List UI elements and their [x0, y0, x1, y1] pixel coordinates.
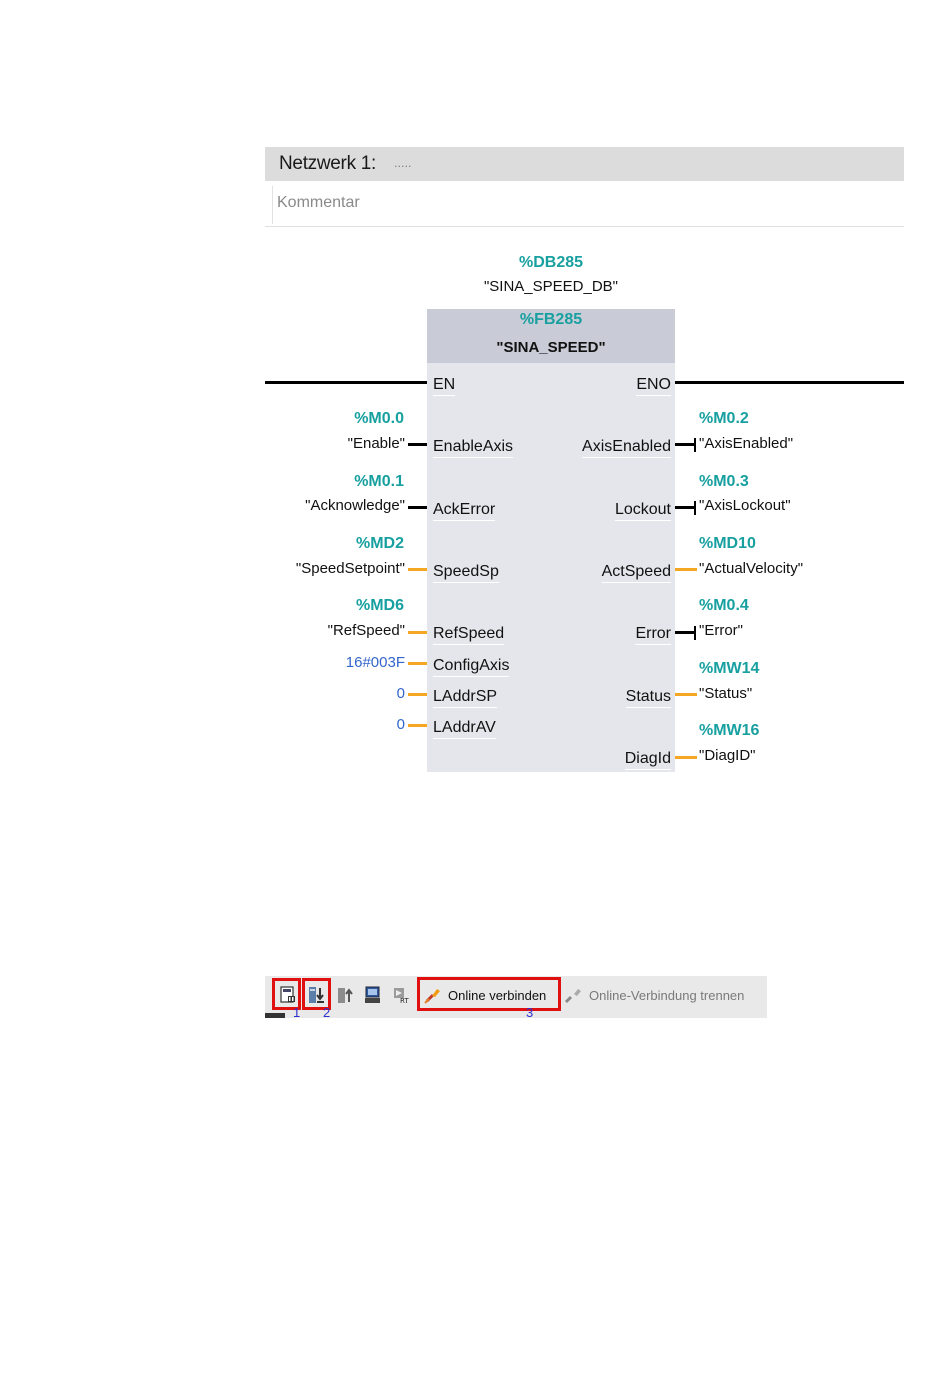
network-comment-field[interactable]: Kommentar: [272, 186, 905, 224]
output-diagid-wire: [675, 756, 697, 759]
network-separator: [265, 226, 904, 227]
pin-enableaxis[interactable]: EnableAxis: [433, 438, 514, 458]
highlight-box-2: [302, 978, 331, 1010]
instance-db-name[interactable]: "SINA_SPEED_DB": [483, 278, 619, 295]
input-laddrav-wire: [408, 724, 427, 727]
pin-axisenabled[interactable]: AxisEnabled: [582, 438, 671, 458]
output-error-wire: [675, 631, 695, 634]
function-block-address: %FB285: [519, 311, 583, 328]
function-block-header: %FB285 "SINA_SPEED": [427, 309, 675, 363]
output-status-wire: [675, 693, 697, 696]
pin-ackerror[interactable]: AckError: [433, 501, 496, 521]
input-speedsp-address: %MD2: [355, 535, 404, 552]
online-connect-button[interactable]: Online verbinden: [448, 988, 547, 1003]
pin-configaxis[interactable]: ConfigAxis: [433, 657, 510, 677]
input-laddrsp-wire: [408, 693, 427, 696]
input-ackerror-address: %M0.1: [354, 473, 404, 490]
input-speedsp-wire: [408, 568, 427, 571]
output-lockout-address: %M0.3: [699, 473, 749, 490]
highlight-box-1: [272, 978, 301, 1010]
upload-icon[interactable]: [337, 986, 355, 1004]
output-diagid-symbol[interactable]: "DiagID": [699, 747, 756, 764]
input-laddrav-constant[interactable]: 0: [396, 716, 405, 733]
input-speedsp-symbol[interactable]: "SpeedSetpoint": [295, 560, 405, 577]
online-disconnect-icon[interactable]: [564, 986, 582, 1004]
function-block-name: "SINA_SPEED": [496, 339, 606, 356]
input-ackerror-symbol[interactable]: "Acknowledge": [305, 497, 405, 514]
output-axisenabled-address: %M0.2: [699, 410, 749, 427]
input-refspeed-address: %MD6: [355, 597, 404, 614]
pin-status[interactable]: Status: [625, 688, 671, 708]
en-power-line: [265, 381, 427, 384]
download-icon[interactable]: [308, 986, 326, 1004]
toolbar-edge: [265, 1013, 285, 1018]
simulation-icon[interactable]: [364, 986, 382, 1004]
output-status-symbol[interactable]: "Status": [699, 685, 753, 702]
output-actspeed-wire: [675, 568, 697, 571]
pin-speedsp[interactable]: SpeedSp: [433, 563, 499, 583]
marker-2: 2: [323, 1005, 331, 1020]
output-diagid-address: %MW16: [699, 722, 760, 739]
network-title-dots: .....: [394, 157, 412, 170]
pin-lockout[interactable]: Lockout: [614, 501, 671, 521]
pin-en[interactable]: EN: [433, 376, 456, 396]
output-status-address: %MW14: [699, 660, 760, 677]
output-axisenabled-coil-tick: [694, 438, 696, 452]
pin-refspeed[interactable]: RefSpeed: [433, 625, 505, 645]
input-refspeed-wire: [408, 631, 427, 634]
marker-1: 1: [293, 1005, 301, 1020]
network-comment-placeholder: Kommentar: [277, 194, 360, 211]
output-actspeed-symbol[interactable]: "ActualVelocity": [699, 560, 804, 577]
pin-laddrsp[interactable]: LAddrSP: [433, 688, 498, 708]
highlight-box-3: [417, 977, 561, 1011]
output-error-symbol[interactable]: "Error": [699, 622, 743, 639]
online-connect-icon[interactable]: [424, 986, 442, 1004]
output-error-address: %M0.4: [699, 597, 749, 614]
output-lockout-wire: [675, 506, 695, 509]
input-enableaxis-address: %M0.0: [354, 410, 404, 427]
pin-error[interactable]: Error: [635, 625, 671, 645]
svg-text:RT: RT: [400, 997, 409, 1004]
output-axisenabled-wire: [675, 443, 695, 446]
function-block-sina-speed[interactable]: %FB285 "SINA_SPEED": [427, 309, 675, 772]
output-axisenabled-symbol[interactable]: "AxisEnabled": [699, 435, 794, 452]
compile-icon[interactable]: [279, 986, 297, 1004]
online-disconnect-button[interactable]: Online-Verbindung trennen: [589, 988, 745, 1003]
pin-actspeed[interactable]: ActSpeed: [601, 563, 671, 583]
input-enableaxis-wire: [408, 443, 427, 446]
input-refspeed-symbol[interactable]: "RefSpeed": [327, 622, 405, 639]
pin-laddrav[interactable]: LAddrAV: [433, 719, 496, 739]
pin-diagid[interactable]: DiagId: [624, 750, 671, 770]
output-actspeed-address: %MD10: [699, 535, 756, 552]
output-lockout-symbol[interactable]: "AxisLockout": [699, 497, 791, 514]
network-header[interactable]: Netzwerk 1: .....: [265, 147, 904, 181]
input-laddrsp-constant[interactable]: 0: [396, 685, 405, 702]
instance-db-address: %DB285: [518, 254, 584, 271]
marker-3: 3: [526, 1005, 534, 1020]
runtime-icon[interactable]: RT: [392, 986, 410, 1005]
input-enableaxis-symbol[interactable]: "Enable": [347, 435, 405, 452]
input-configaxis-constant[interactable]: 16#003F: [345, 654, 405, 671]
input-configaxis-wire: [408, 662, 427, 665]
pin-eno[interactable]: ENO: [636, 376, 671, 396]
eno-power-line: [675, 381, 904, 384]
output-error-coil-tick: [694, 626, 696, 640]
input-ackerror-wire: [408, 506, 427, 509]
output-lockout-coil-tick: [694, 501, 696, 515]
network-title: Netzwerk 1:: [279, 153, 377, 174]
